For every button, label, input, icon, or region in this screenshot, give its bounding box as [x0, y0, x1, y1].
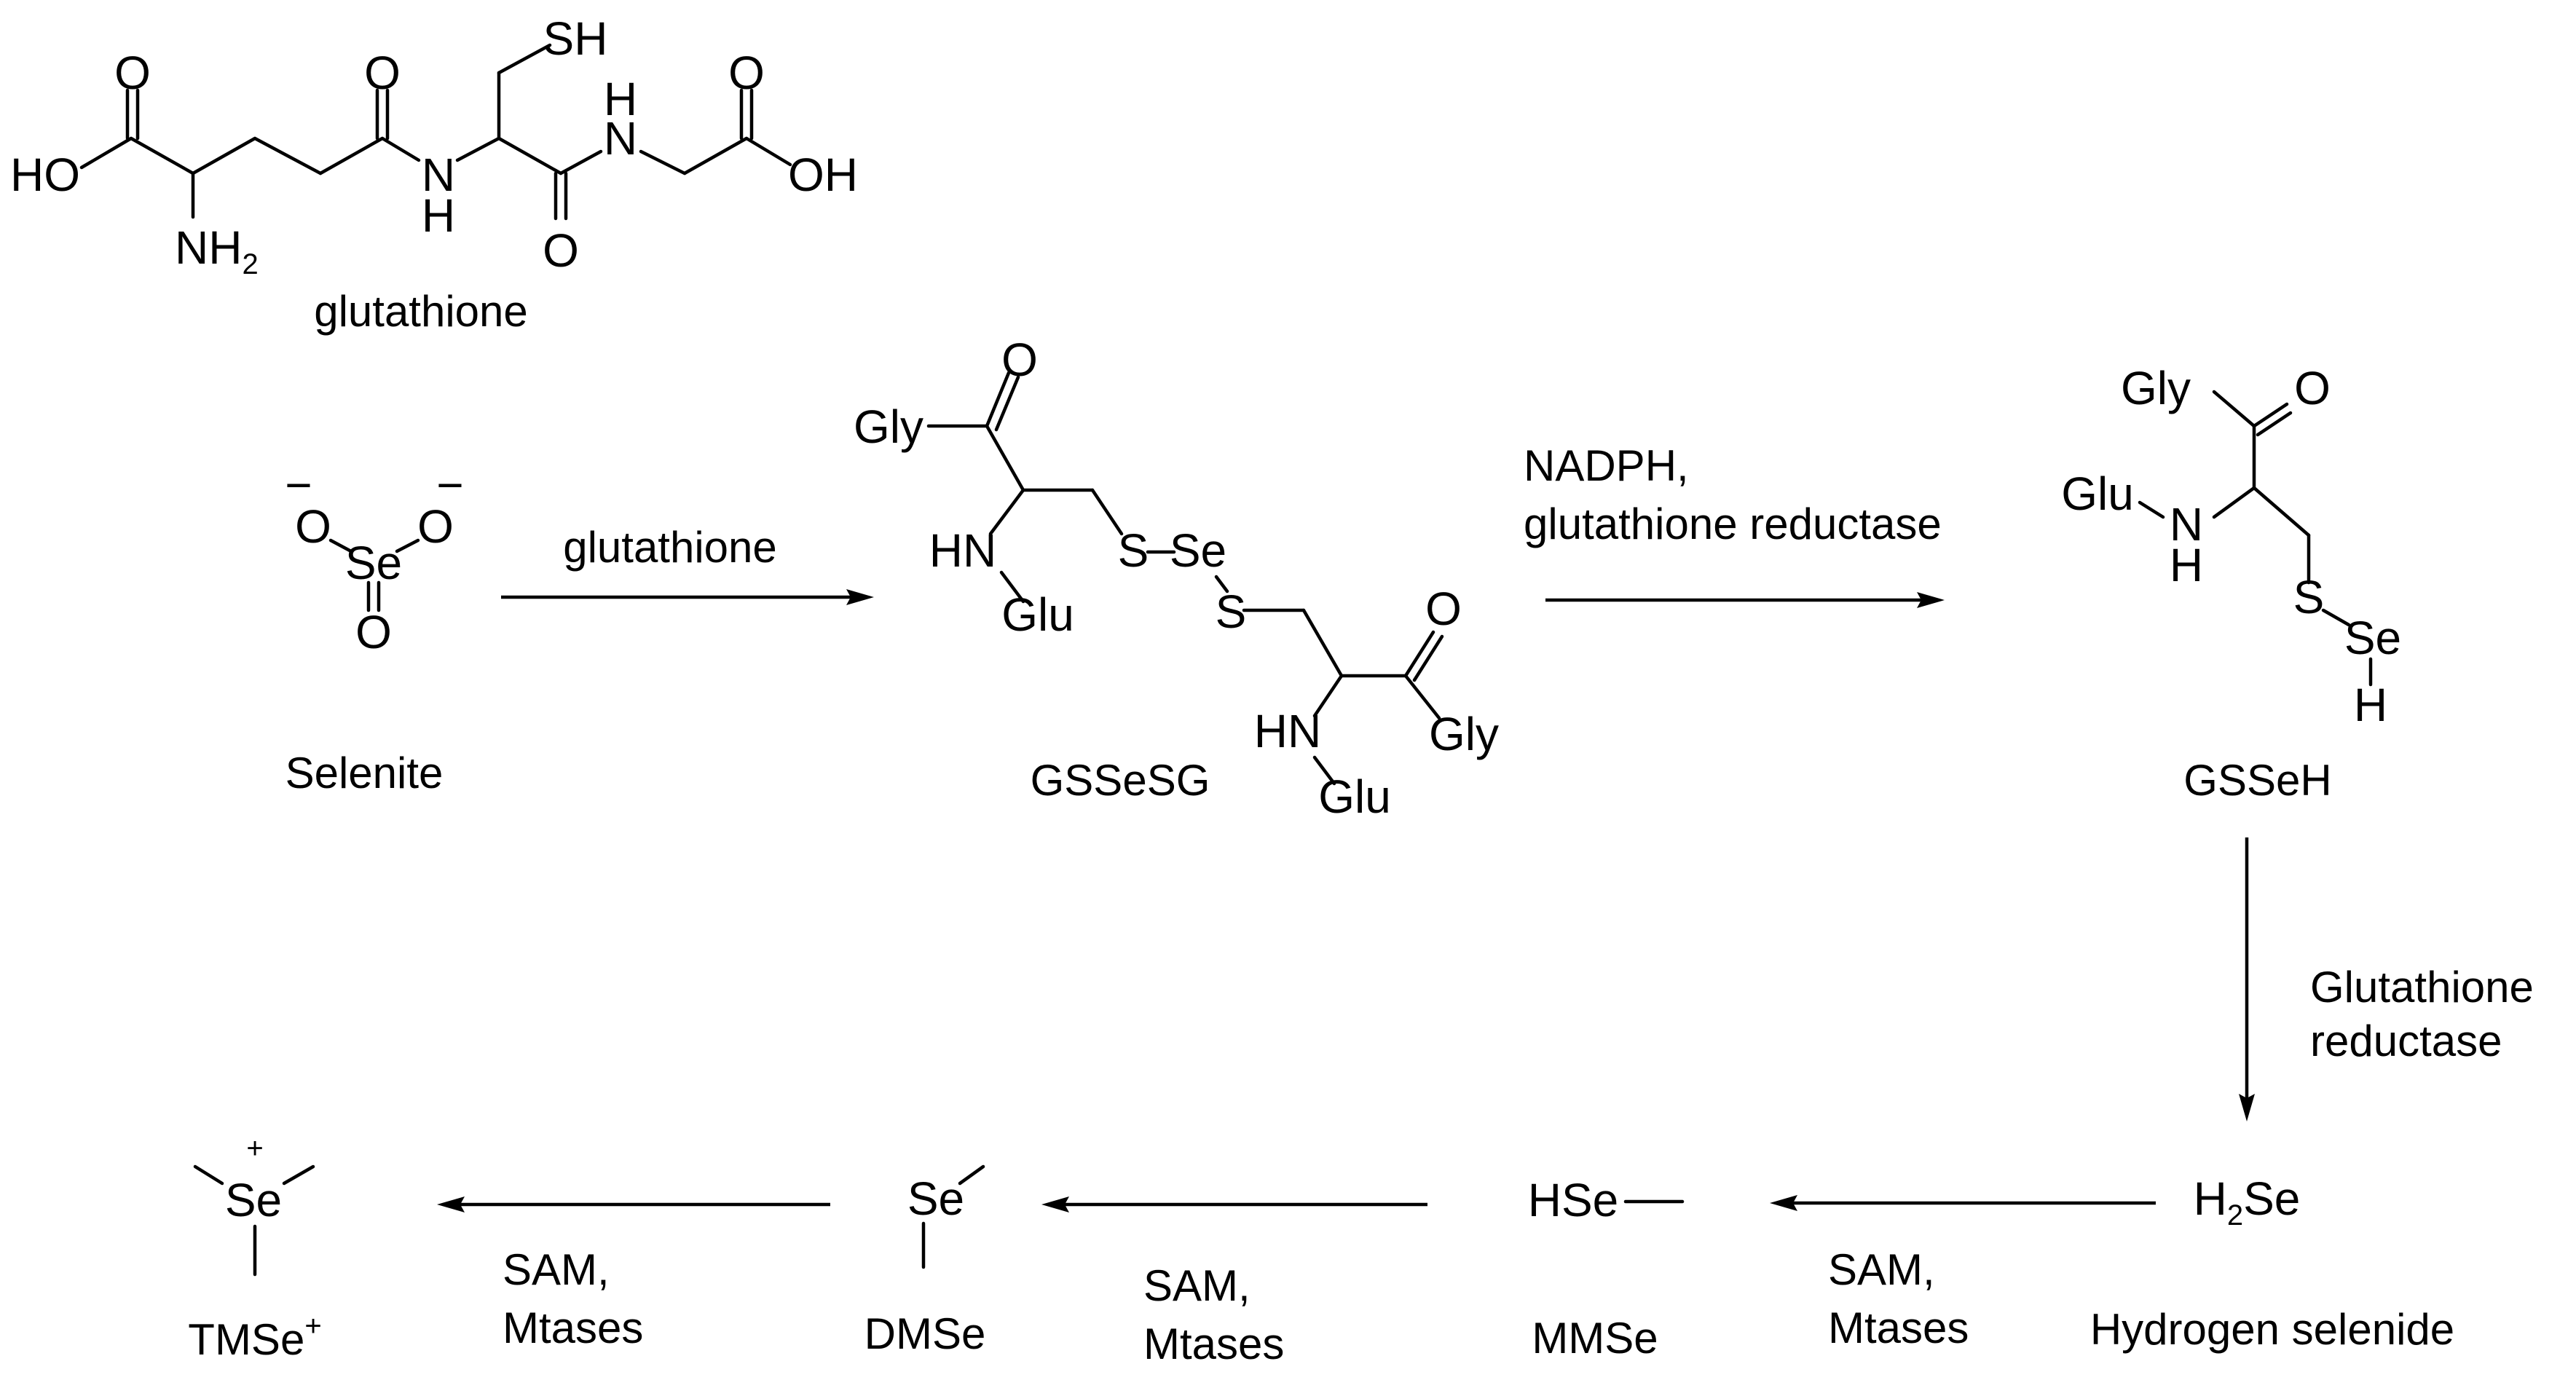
- reaction-arrow-3: Glutathione reductase: [2239, 837, 2534, 1121]
- tmse-formula: Se: [225, 1174, 282, 1226]
- tmse-charge: +: [246, 1132, 263, 1164]
- glutathione-o3-label: O: [543, 224, 579, 277]
- glutathione-name: glutathione: [314, 287, 528, 336]
- reaction-4-reagent-line2: Mtases: [1828, 1304, 1969, 1352]
- reaction-6-reagent-line1: SAM,: [503, 1245, 610, 1294]
- selenite-o-left-label: O: [295, 500, 331, 553]
- dmse-name: DMSe: [864, 1309, 986, 1358]
- gssesg-s1-label: S: [1118, 524, 1149, 577]
- gssesg-se-label: Se: [1170, 524, 1226, 577]
- gssesg-hn-top-label: HN: [929, 524, 996, 577]
- selenite-minus-left: −: [285, 459, 312, 511]
- reaction-4-reagent-line1: SAM,: [1828, 1245, 1935, 1294]
- reaction-arrow-2: NADPH, glutathione reductase: [1524, 441, 1945, 608]
- reaction-3-reagent-line1: Glutathione: [2310, 963, 2534, 1012]
- gssesg-o-top-label: O: [1001, 334, 1038, 386]
- gsseh-glu-label: Glu: [2061, 468, 2134, 520]
- gsseh-h-n-label: H: [2170, 539, 2203, 591]
- reaction-5-reagent-line2: Mtases: [1143, 1320, 1284, 1368]
- h2se-structure: H2Se Hydrogen selenide: [2090, 1172, 2454, 1354]
- gssesg-glu-top-label: Glu: [1001, 588, 1074, 641]
- gssesg-gly-top-label: Gly: [854, 401, 923, 453]
- glutathione-o4-label: O: [728, 47, 765, 99]
- gsseh-name: GSSeH: [2183, 756, 2331, 805]
- mmse-structure: HSe MMSe: [1528, 1174, 1685, 1363]
- gssesg-o-bot-label: O: [1425, 583, 1462, 635]
- reaction-3-reagent-line2: reductase: [2310, 1017, 2502, 1065]
- glutathione-oh-label: OH: [788, 149, 858, 201]
- reaction-5-reagent-line1: SAM,: [1143, 1261, 1250, 1310]
- selenite-name: Selenite: [285, 749, 444, 797]
- selenite-se-label: Se: [345, 537, 402, 589]
- h2se-formula: H2Se: [2194, 1172, 2301, 1231]
- reaction-arrow-5: SAM, Mtases: [1041, 1196, 1427, 1368]
- gsseh-n-label: N: [2170, 498, 2203, 551]
- reaction-6-reagent-line2: Mtases: [503, 1304, 643, 1352]
- reaction-2-reagent-line2: glutathione reductase: [1524, 500, 1942, 548]
- gssesg-hn-bot-label: HN: [1254, 705, 1321, 757]
- gssesg-name: GSSeSG: [1031, 756, 1210, 805]
- reaction-1-reagent: glutathione: [563, 523, 777, 572]
- glutathione-o2-label: O: [364, 47, 401, 99]
- selenite-minus-right: −: [436, 459, 463, 511]
- gssesg-structure: Gly O HN Glu S Se S O HN Gly Glu GSSeSG: [854, 334, 1499, 823]
- h2se-name: Hydrogen selenide: [2090, 1305, 2454, 1354]
- tmse-name: TMSe+: [188, 1310, 321, 1364]
- glutathione-n-label: N: [422, 149, 455, 201]
- gsseh-h-se-label: H: [2354, 679, 2387, 731]
- gssesg-s2-label: S: [1216, 585, 1247, 638]
- glutathione-h2-label: H: [604, 73, 637, 125]
- mmse-name: MMSe: [1532, 1314, 1658, 1363]
- glutathione-o1-label: O: [114, 47, 151, 99]
- selenite-o-bottom-label: O: [355, 606, 392, 658]
- glutathione-h-label: H: [422, 189, 455, 242]
- gsseh-gly-label: Gly: [2121, 362, 2191, 414]
- reaction-arrow-1: glutathione: [501, 523, 874, 605]
- gsseh-s-label: S: [2293, 571, 2325, 623]
- selenite-o-right-label: O: [417, 500, 454, 553]
- gssesg-gly-bot-label: Gly: [1429, 708, 1499, 760]
- reaction-2-reagent-line1: NADPH,: [1524, 441, 1689, 490]
- reaction-arrow-6: SAM, Mtases: [437, 1196, 830, 1352]
- glutathione-n2-label: N: [604, 112, 637, 165]
- glutathione-sh-label: SH: [543, 12, 608, 65]
- gsseh-o-label: O: [2294, 362, 2331, 414]
- dmse-structure: Se DMSe: [864, 1164, 986, 1358]
- dmse-formula: Se: [907, 1172, 964, 1225]
- reaction-arrow-4: SAM, Mtases: [1770, 1195, 2156, 1352]
- glutathione-ho-label: HO: [10, 149, 80, 201]
- glutathione-nh2-label: NH2: [175, 221, 259, 280]
- selenite-structure: O − O − Se O Selenite: [285, 459, 463, 797]
- mmse-formula: HSe: [1528, 1174, 1619, 1226]
- gsseh-se-label: Se: [2344, 612, 2401, 664]
- gsseh-structure: Gly O Glu N H S Se H GSSeH: [2061, 362, 2401, 805]
- gssesg-glu-bot-label: Glu: [1318, 770, 1391, 823]
- glutathione-structure: O HO NH2 O N H SH O N H O OH glutathione: [10, 12, 858, 336]
- tmse-structure: Se + TMSe+: [188, 1132, 321, 1364]
